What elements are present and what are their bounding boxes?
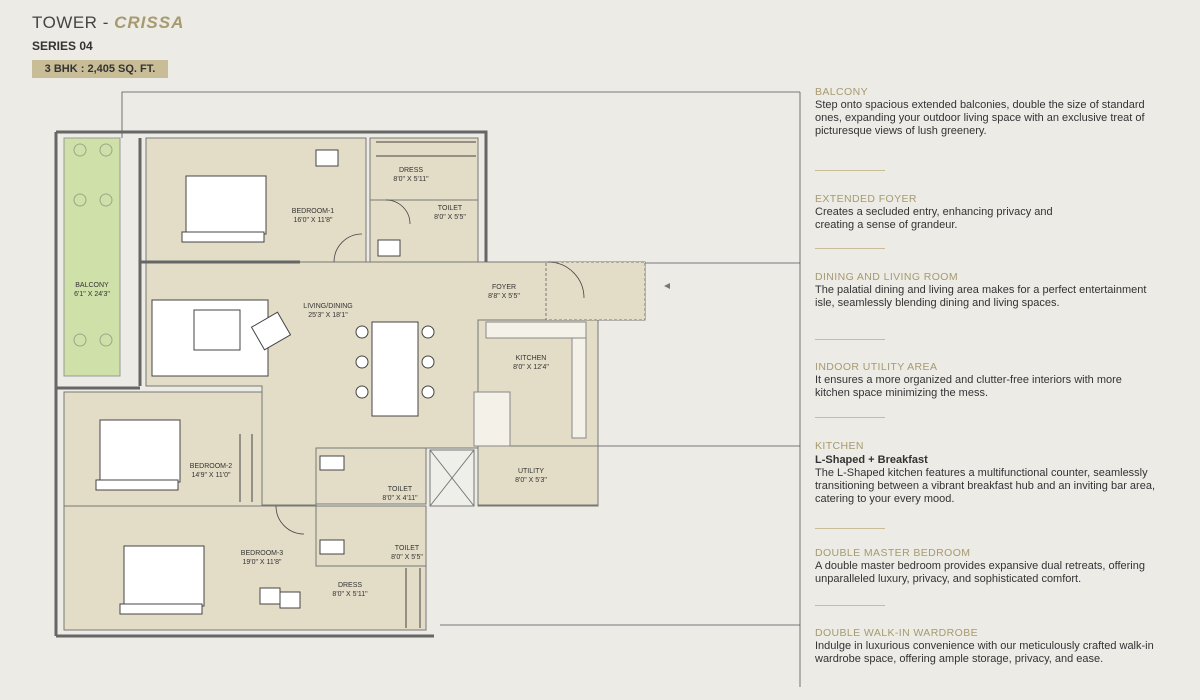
room-name-balcony: BALCONY (75, 282, 109, 289)
feature-desc: A double master bedroom provides expansi… (815, 560, 1145, 585)
feature-title: KITCHEN (815, 440, 864, 452)
divider (815, 528, 885, 529)
feature-kitchen: KITCHEN L-Shaped + Breakfast The L-Shape… (815, 440, 1195, 506)
feature-master-bedroom: DOUBLE MASTER BEDROOM A double master be… (815, 547, 1195, 586)
feature-desc: The L-Shaped kitchen features a multifun… (815, 467, 1155, 505)
foyer-area (545, 261, 646, 321)
feature-wardrobe: DOUBLE WALK-IN WARDROBE Indulge in luxur… (815, 627, 1195, 666)
feature-title: DOUBLE WALK-IN WARDROBE (815, 627, 979, 639)
room-size-dress2: 8'0" X 5'11" (332, 591, 368, 598)
room-name-kitchen: KITCHEN (516, 355, 547, 362)
divider (815, 605, 885, 606)
feature-subtitle: L-Shaped + Breakfast (815, 454, 928, 466)
tower-name: CRISSA (114, 13, 185, 32)
utility-area (477, 445, 599, 507)
feature-utility: INDOOR UTILITY AREA It ensures a more or… (815, 361, 1195, 400)
feature-title: INDOOR UTILITY AREA (815, 361, 938, 373)
room-size-dress1: 8'0" X 5'11" (393, 176, 429, 183)
feature-desc: Creates a secluded entry, enhancing priv… (815, 206, 1053, 231)
feature-title: EXTENDED FOYER (815, 193, 917, 205)
room-name-bedroom1: BEDROOM-1 (292, 208, 335, 215)
config-badge: 3 BHK : 2,405 SQ. FT. (32, 60, 168, 78)
room-size-kitchen: 8'0" X 12'4" (513, 364, 549, 371)
room-name-toilet3: TOILET (395, 545, 420, 552)
bed1 (185, 175, 267, 235)
tower-label: TOWER (32, 13, 98, 32)
room-name-living: LIVING/DINING (303, 303, 352, 310)
room-size-foyer: 8'8" X 5'5" (488, 293, 520, 300)
room-name-bedroom3: BEDROOM-3 (241, 550, 284, 557)
feature-title: DOUBLE MASTER BEDROOM (815, 547, 971, 559)
room-size-toilet1: 8'0" X 5'5" (434, 214, 466, 221)
room-name-toilet2: TOILET (388, 486, 413, 493)
room-name-dress2: DRESS (338, 582, 362, 589)
feature-foyer: EXTENDED FOYER Creates a secluded entry,… (815, 193, 1195, 232)
feature-desc: It ensures a more organized and clutter-… (815, 374, 1122, 399)
bed2 (99, 419, 181, 483)
feature-dining-living: DINING AND LIVING ROOM The palatial dini… (815, 271, 1195, 310)
room-name-foyer: FOYER (492, 284, 516, 291)
bed3 (123, 545, 205, 607)
room-name-bedroom2: BEDROOM-2 (190, 463, 233, 470)
divider (815, 248, 885, 249)
feature-desc: The palatial dining and living area make… (815, 284, 1147, 309)
room-size-toilet2: 8'0" X 4'11" (382, 495, 418, 502)
room-size-toilet3: 8'0" X 5'5" (391, 554, 423, 561)
feature-desc: Step onto spacious extended balconies, d… (815, 99, 1145, 137)
divider (815, 339, 885, 340)
room-size-bedroom1: 16'0" X 11'8" (293, 217, 333, 224)
dress1-area (369, 137, 479, 201)
room-name-utility: UTILITY (518, 468, 544, 475)
room-name-toilet1: TOILET (438, 205, 463, 212)
room-size-bedroom2: 14'9" X 11'0" (191, 472, 231, 479)
feature-balcony: BALCONY Step onto spacious extended balc… (815, 86, 1195, 138)
room-size-utility: 8'0" X 5'3" (515, 477, 547, 484)
balcony-plants (73, 143, 113, 347)
room-size-bedroom3: 19'0" X 11'8" (242, 559, 282, 566)
tower-title: TOWER - CRISSA (32, 13, 184, 33)
title-separator: - (102, 13, 109, 32)
dining-table (371, 321, 419, 417)
series-label: SERIES 04 (32, 39, 93, 53)
leader-balcony (121, 91, 800, 138)
room-size-living: 25'3" X 18'1" (308, 312, 348, 319)
toilet3-area (315, 505, 427, 567)
feature-title: DINING AND LIVING ROOM (815, 271, 958, 283)
divider (815, 170, 885, 171)
feature-desc: Indulge in luxurious convenience with ou… (815, 640, 1154, 665)
room-name-dress1: DRESS (399, 167, 423, 174)
divider (815, 417, 885, 418)
room-size-balcony: 6'1" X 24'3" (74, 291, 110, 298)
feature-title: BALCONY (815, 86, 868, 98)
